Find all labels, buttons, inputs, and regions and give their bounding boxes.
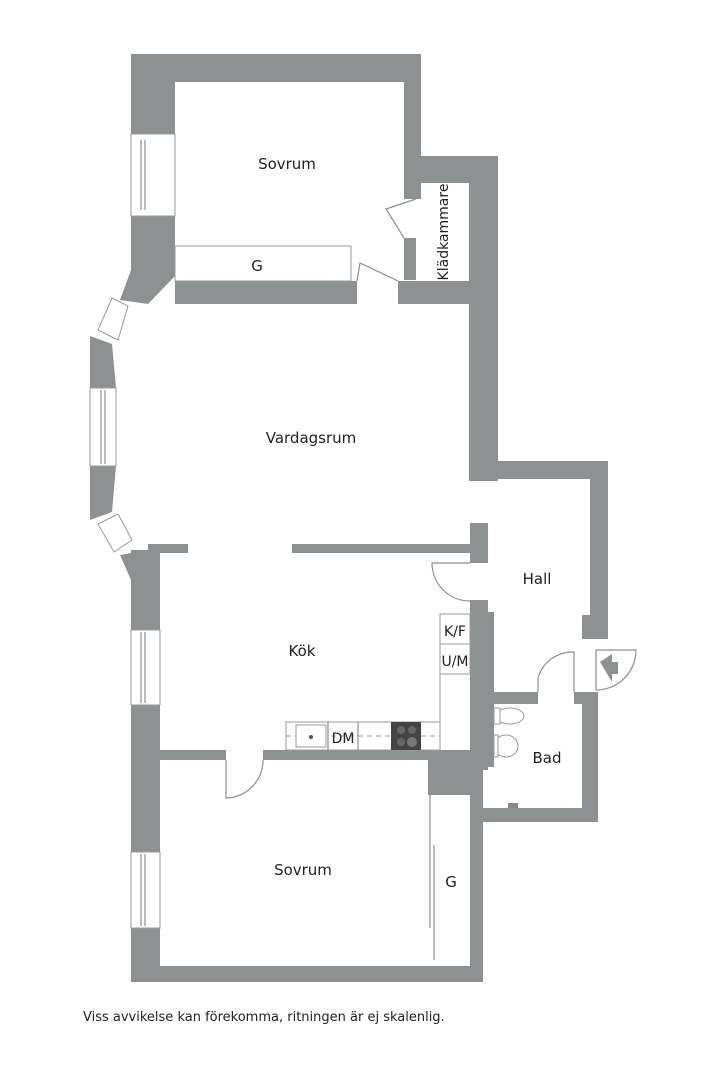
room-label-kok: Kök <box>289 642 316 660</box>
fixtures <box>174 245 525 808</box>
disclaimer: Viss avvikelse kan förekomma, ritningen … <box>83 1010 445 1025</box>
room-labels: Sovrum G Klädkammare Vardagsrum Hall Kök… <box>251 155 561 891</box>
label-dm: DM <box>332 731 355 747</box>
room-label-hall: Hall <box>523 570 552 588</box>
room-label-garderob-bottom: G <box>445 873 457 891</box>
room-label-sovrum-top: Sovrum <box>258 155 316 173</box>
room-label-sovrum-bottom: Sovrum <box>274 861 332 879</box>
entrance-arrow-icon <box>600 654 618 682</box>
room-label-kladkammare: Klädkammare <box>436 184 452 281</box>
room-label-bad: Bad <box>532 749 561 767</box>
walls <box>90 54 608 982</box>
windows <box>89 133 176 929</box>
label-kf: K/F <box>444 624 466 640</box>
room-label-garderob-top: G <box>251 257 263 275</box>
label-um: U/M <box>441 654 468 670</box>
room-label-vardagsrum: Vardagsrum <box>266 429 357 447</box>
doors <box>225 198 637 960</box>
